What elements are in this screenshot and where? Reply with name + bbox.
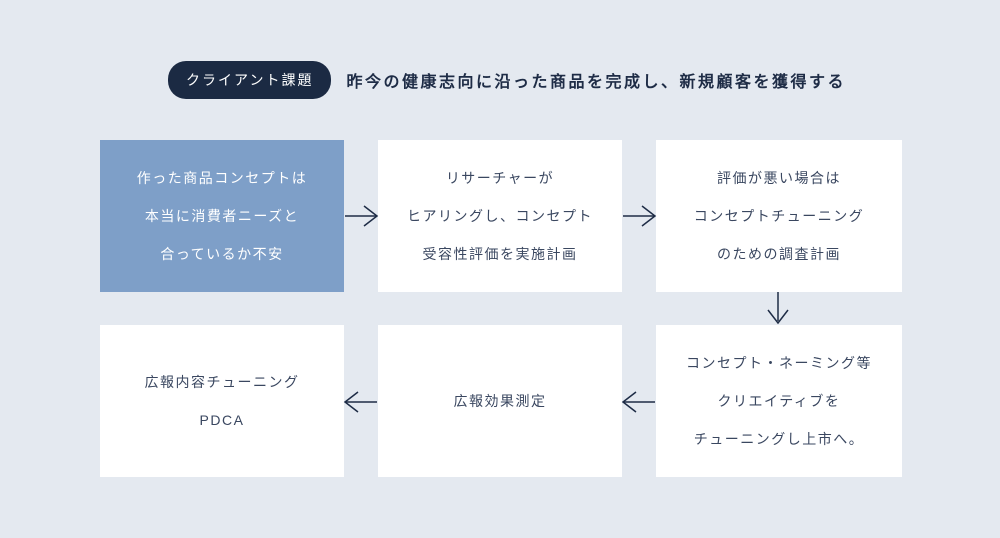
box-text-line: 合っているか不安 xyxy=(160,246,284,262)
box-text-line: 作った商品コンセプトは xyxy=(136,170,308,186)
box-text-line: 広報内容チューニング xyxy=(144,374,300,390)
header: クライアント課題 昨今の健康志向に沿った商品を完成し、新規顧客を獲得する xyxy=(168,61,846,99)
flow-box-researcher-hearing-plan: リサーチャーが ヒアリングし、コンセプト 受容性評価を実施計画 xyxy=(378,140,622,292)
arrow-right-icon xyxy=(345,205,379,227)
flow-box-pr-effect-measurement: 広報効果測定 xyxy=(378,325,622,477)
box-text-line: コンセプト・ネーミング等 xyxy=(686,355,872,371)
box-text-line: クリエイティブを xyxy=(717,393,841,409)
arrow-left-icon xyxy=(621,391,655,413)
arrow-right-icon xyxy=(623,205,657,227)
flow-box-pr-content-tuning-pdca: 広報内容チューニング PDCA xyxy=(100,325,344,477)
flow-box-creative-tuning-launch: コンセプト・ネーミング等 クリエイティブを チューニングし上市へ。 xyxy=(656,325,902,477)
box-text-line: リサーチャーが xyxy=(445,170,555,186)
box-text-line: ヒアリングし、コンセプト xyxy=(407,208,593,224)
box-text-line: PDCA xyxy=(199,412,245,428)
box-text-line: 本当に消費者ニーズと xyxy=(144,208,300,224)
arrow-left-icon xyxy=(343,391,377,413)
box-text-line: 広報効果測定 xyxy=(453,393,547,409)
arrow-down-icon xyxy=(767,292,789,325)
box-text-line: 評価が悪い場合は xyxy=(717,170,841,186)
header-title: 昨今の健康志向に沿った商品を完成し、新規顧客を獲得する xyxy=(346,74,846,91)
flow-box-concept-concern: 作った商品コンセプトは 本当に消費者ニーズと 合っているか不安 xyxy=(100,140,344,292)
flow-box-concept-tuning-survey-plan: 評価が悪い場合は コンセプトチューニング のための調査計画 xyxy=(656,140,902,292)
client-issue-badge: クライアント課題 xyxy=(168,61,332,99)
box-text-line: 受容性評価を実施計画 xyxy=(422,246,578,262)
box-text-line: コンセプトチューニング xyxy=(693,208,865,224)
box-text-line: チューニングし上市へ。 xyxy=(693,431,865,447)
box-text-line: のための調査計画 xyxy=(717,246,841,262)
